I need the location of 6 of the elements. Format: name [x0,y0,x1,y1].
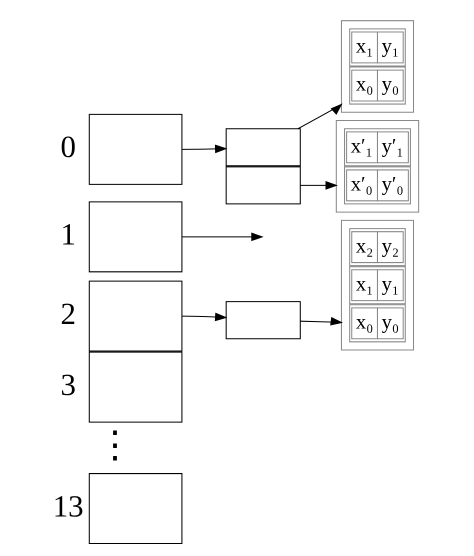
node-label: 2 [60,296,76,331]
node-label: 3 [60,366,76,402]
label: ⋮ [96,424,134,466]
node-label: 0 [60,129,76,164]
node-label: 13 [52,488,84,524]
node-label: 1 [60,216,76,252]
